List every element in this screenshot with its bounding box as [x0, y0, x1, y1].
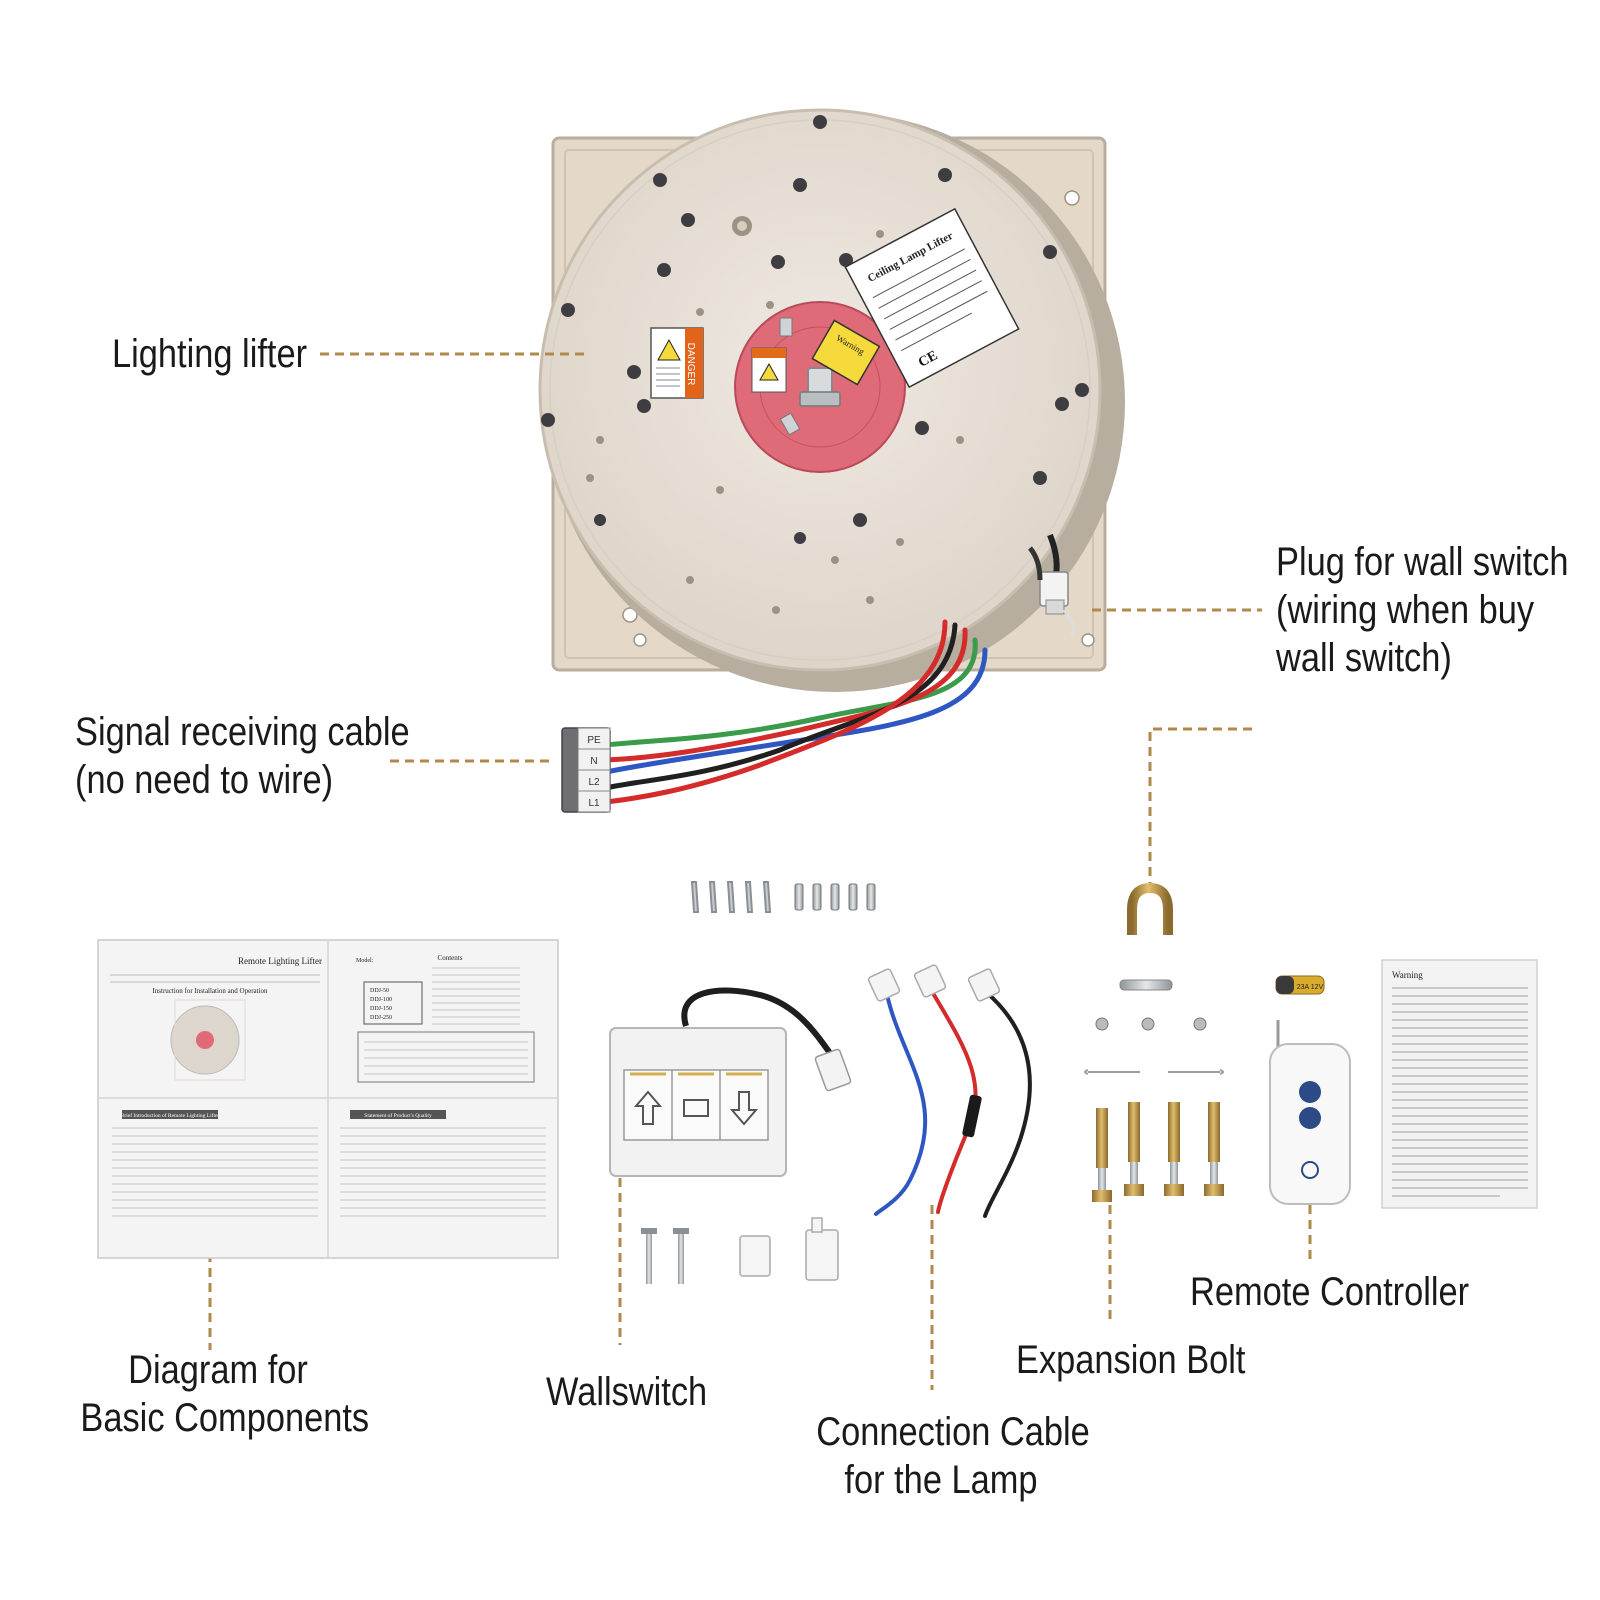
steel-balls	[1095, 1017, 1207, 1031]
connector-housings	[739, 1217, 839, 1281]
svg-text:Brief Introduction of Remote L: Brief Introduction of Remote Lighting Li…	[121, 1112, 220, 1119]
cable-connectors	[867, 964, 1001, 1002]
wall-switch-plug	[1028, 533, 1076, 638]
wall-screws	[641, 1228, 689, 1284]
svg-text:23A 12V: 23A 12V	[1297, 984, 1324, 991]
down-arrow-icon	[729, 1091, 759, 1126]
svg-text:Remote Lighting Lifter: Remote Lighting Lifter	[238, 956, 322, 966]
svg-text:Model:: Model:	[356, 958, 374, 964]
svg-text:Warning: Warning	[1392, 970, 1423, 980]
callout-hook	[1148, 727, 1252, 885]
wall-switch	[609, 987, 852, 1177]
svg-text:DANGER: DANGER	[685, 343, 696, 386]
svg-text:DDJ-100: DDJ-100	[370, 997, 392, 1003]
warning-card: Warning	[1381, 959, 1538, 1209]
label-diagram-basic-components: Diagram for Basic Components	[80, 1348, 370, 1440]
label-lighting-lifter: Lighting lifter	[112, 332, 308, 376]
hub-warning-sticker: Warning	[811, 319, 881, 386]
lamp-connection-cables	[874, 986, 1032, 1218]
battery: 23A 12V	[1275, 975, 1325, 995]
split-pins	[690, 881, 772, 913]
remote-controller	[1269, 1020, 1351, 1205]
u-hook	[1127, 882, 1173, 935]
lifter-screws	[541, 115, 1089, 544]
instruction-manual: Remote Lighting Lifter Instruction for I…	[97, 939, 559, 1259]
label-wallswitch: Wallswitch	[546, 1370, 708, 1414]
label-connection-cable: Connection Cable for the Lamp	[816, 1410, 1090, 1502]
inline-fuse-holder	[962, 1094, 982, 1138]
svg-text:DDJ-50: DDJ-50	[370, 988, 389, 994]
up-arrow-icon	[633, 1090, 663, 1125]
svg-text:Contents: Contents	[438, 954, 463, 962]
svg-text:PE: PE	[587, 735, 601, 746]
crimp-terminals	[794, 883, 876, 911]
expansion-bolts	[1092, 1102, 1224, 1202]
label-expansion-bolt: Expansion Bolt	[1016, 1338, 1246, 1382]
label-signal-receiving-cable: Signal receiving cable (no need to wire)	[75, 710, 410, 802]
remote-logo	[1301, 1161, 1319, 1179]
svg-text:Statement of Product's Quality: Statement of Product's Quality	[364, 1112, 432, 1119]
svg-text:N: N	[590, 756, 597, 767]
lighting-lifter: Warning DANGER Ceiling Lamp Lifter CE	[538, 108, 1125, 813]
svg-text:DDJ-150: DDJ-150	[370, 1006, 392, 1012]
label-plug-wall-switch: Plug for wall switch (wiring when buy wa…	[1276, 540, 1569, 680]
clevis-pin	[1119, 979, 1173, 991]
svg-text:L1: L1	[588, 798, 600, 809]
remote-down-button	[1299, 1107, 1321, 1129]
cotter-pins	[1084, 1069, 1224, 1075]
svg-text:DDJ-250: DDJ-250	[370, 1015, 392, 1021]
svg-text:Instruction for Installation a: Instruction for Installation and Operati…	[152, 987, 268, 995]
remote-up-button	[1299, 1081, 1321, 1103]
hub-caution-sticker	[751, 347, 787, 393]
lifter-nameplate: Ceiling Lamp Lifter CE	[844, 207, 1020, 389]
danger-sticker: DANGER	[650, 327, 704, 399]
svg-text:L2: L2	[588, 777, 600, 788]
label-remote-controller: Remote Controller	[1190, 1270, 1470, 1314]
terminal-block: PE N L2 L1	[561, 727, 611, 813]
stop-icon	[683, 1099, 709, 1117]
signal-cable-wires	[603, 619, 988, 805]
